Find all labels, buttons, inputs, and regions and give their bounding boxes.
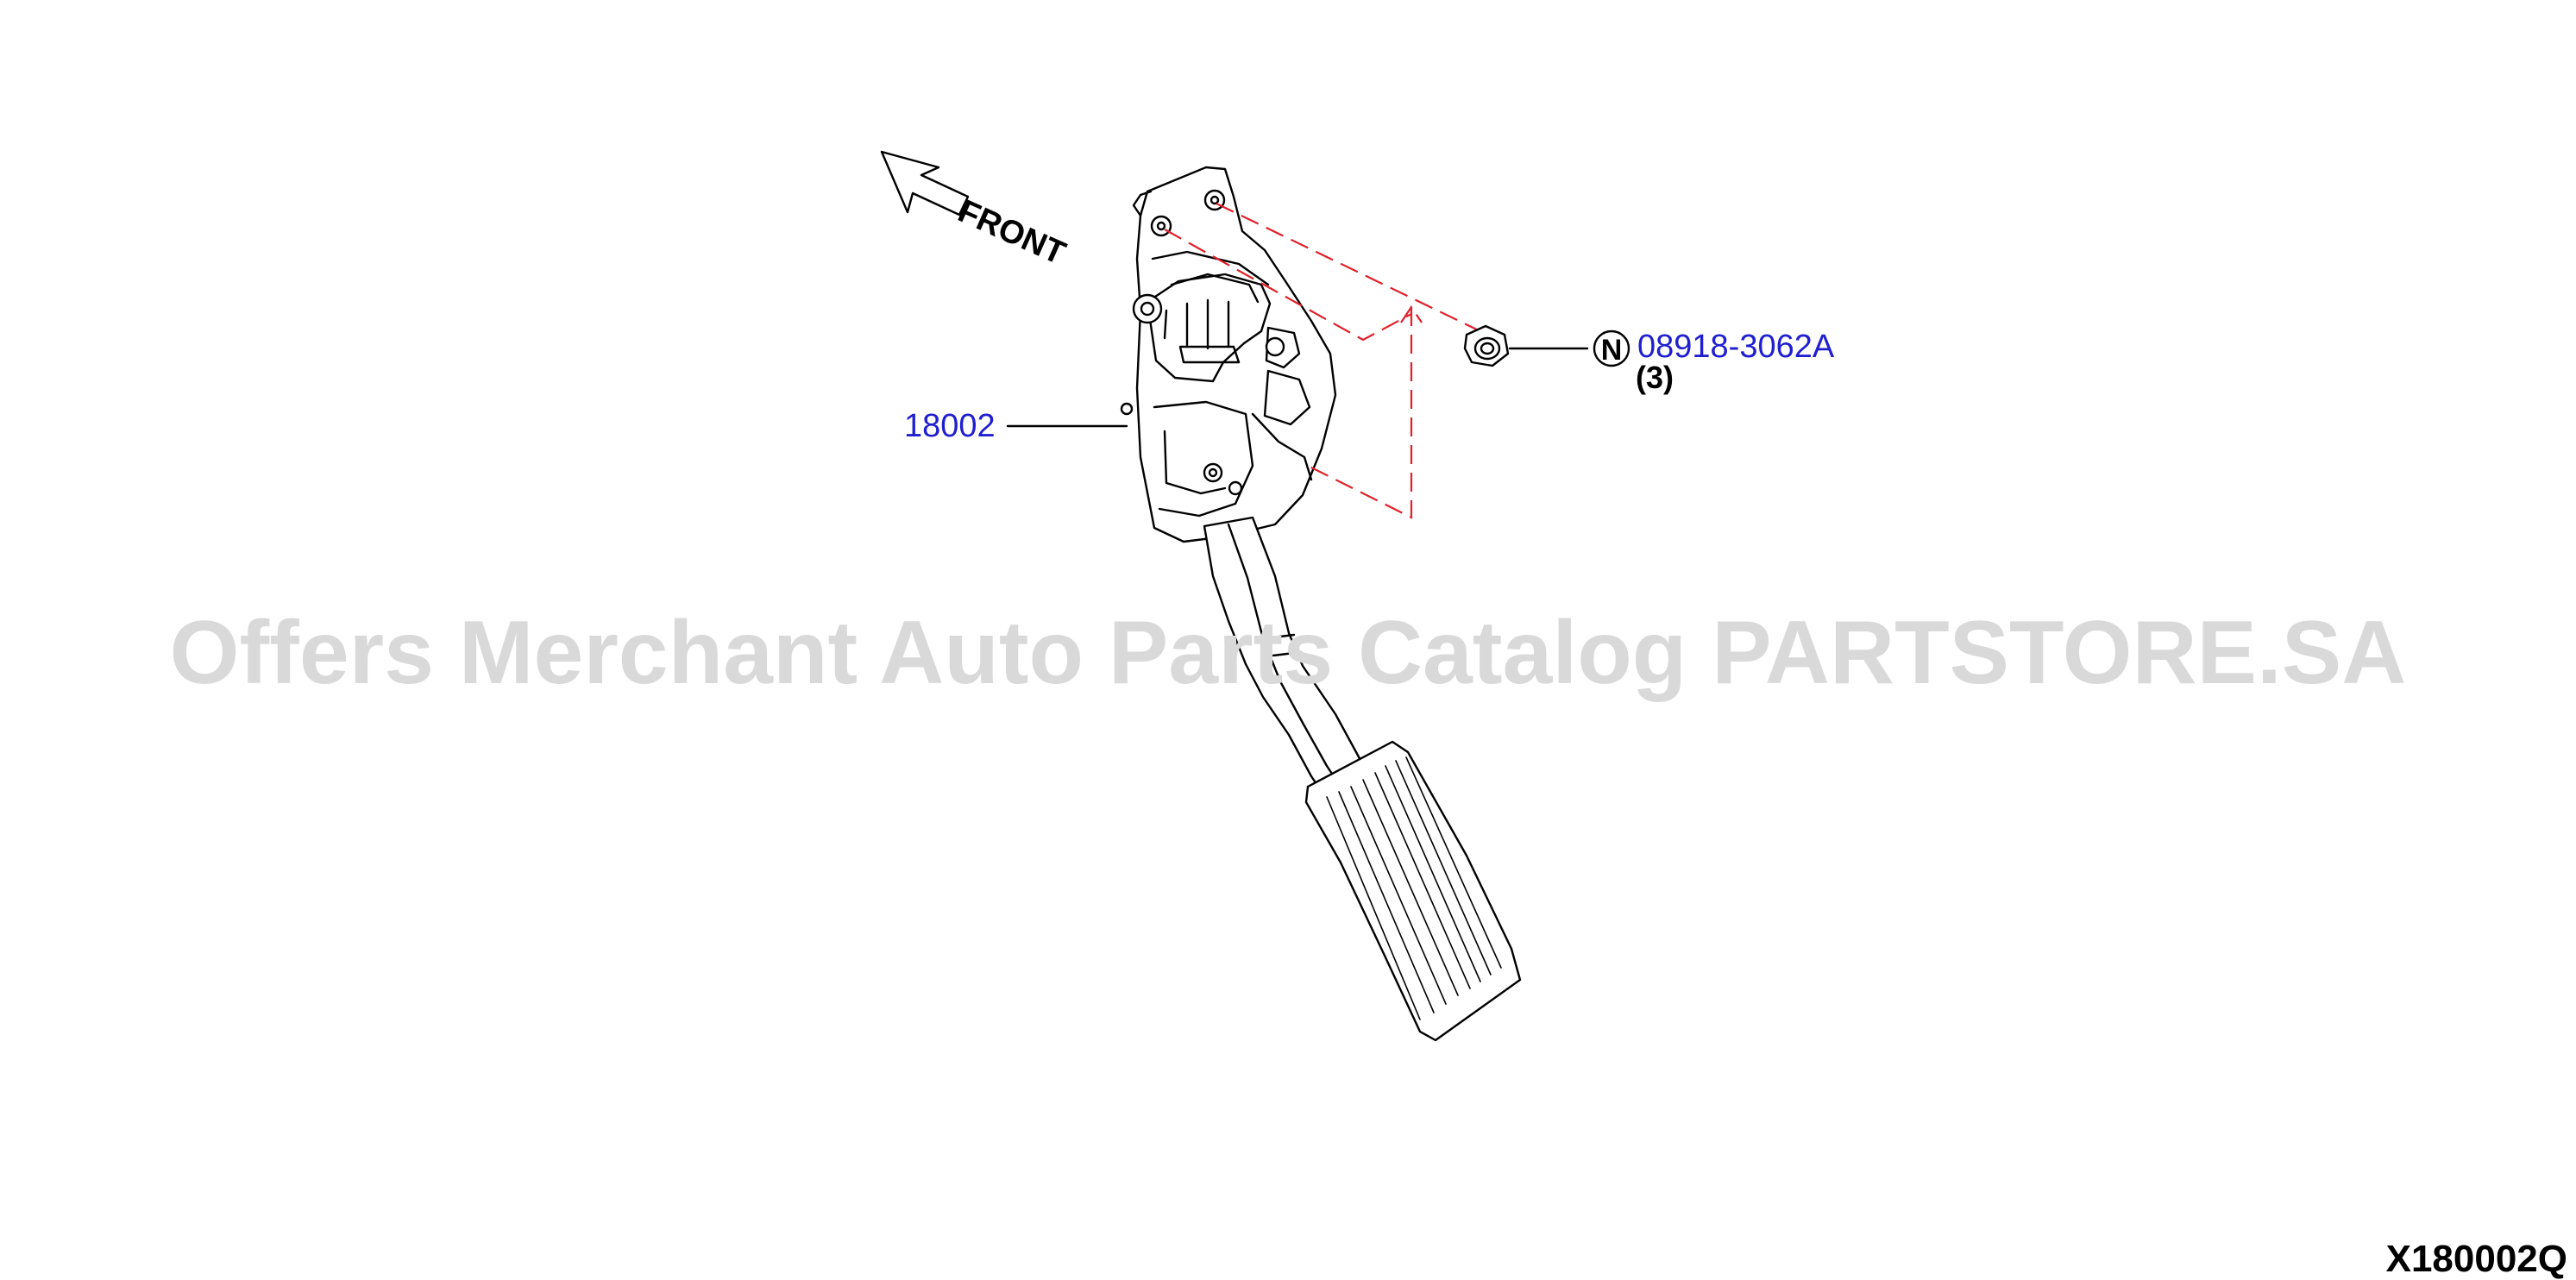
callout-quantity: (3) xyxy=(1636,360,1674,395)
front-label: FRONT xyxy=(952,193,1071,273)
fastener-leader-lines xyxy=(1164,203,1485,519)
pedal-pad xyxy=(1304,740,1522,1042)
callout-part-08918-3062A[interactable]: 08918-3062A xyxy=(1637,329,1835,365)
watermark-text: Offers Merchant Auto Parts Catalog PARTS… xyxy=(170,603,2407,703)
circled-n-letter: N xyxy=(1601,334,1623,367)
diagram-code: X180002Q xyxy=(2386,1238,2567,1280)
circled-n-icon: N xyxy=(1593,329,1630,367)
flange-nut-icon xyxy=(1463,324,1510,367)
front-arrow-icon xyxy=(880,150,970,216)
callout-part-18002[interactable]: 18002 xyxy=(904,408,996,444)
accelerator-pedal-assembly xyxy=(1120,166,1522,1042)
